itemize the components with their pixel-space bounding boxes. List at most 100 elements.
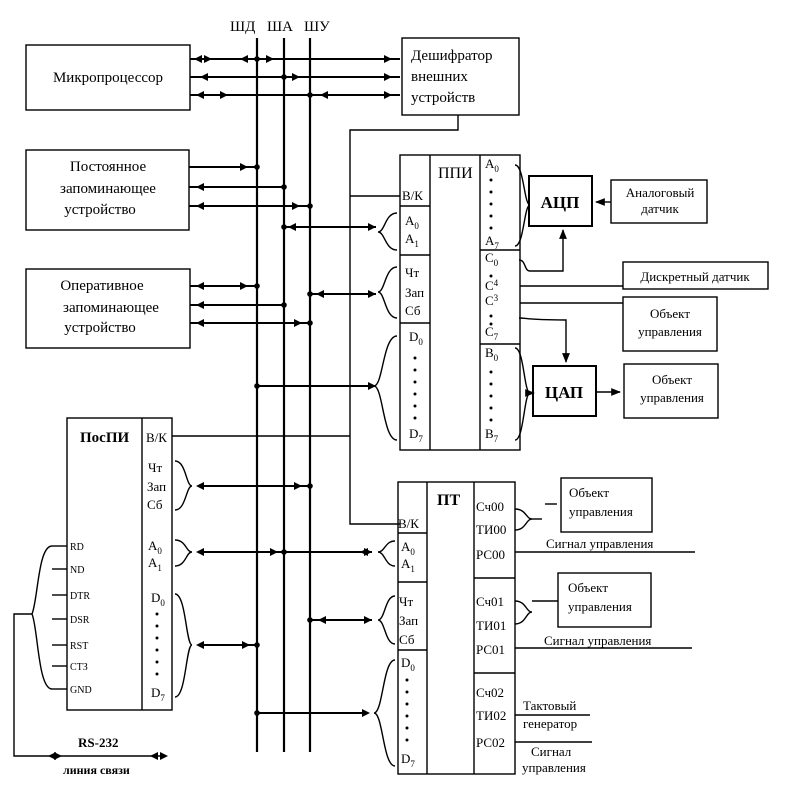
rom-arrowheads — [196, 163, 300, 210]
chip-select-line — [349, 115, 459, 525]
ppi-pc3-pin: C3 — [485, 293, 499, 308]
adc-label: АЦП — [541, 193, 580, 212]
ram-bus-connections — [190, 285, 310, 324]
ppi-pc4-pin: C4 — [485, 278, 499, 293]
control-object-2 — [623, 363, 719, 419]
serial-link-line — [13, 613, 52, 757]
timer-rs01: РС01 — [476, 642, 505, 657]
timer-ctrl-brace — [377, 595, 396, 645]
pospi-outline — [66, 417, 173, 711]
ppi-a-brace — [377, 212, 398, 251]
decoder-line-2: внешних — [411, 69, 468, 85]
pospi-a1-pin: A1 — [148, 555, 162, 573]
timer-title: ПТ — [437, 492, 460, 509]
ppi-pb7-pin: B7 — [485, 426, 499, 444]
pospi-a0-pin: A0 — [148, 538, 162, 556]
control-object-4-line-2: управления — [568, 599, 632, 614]
timer-rs02: РС02 — [476, 735, 505, 750]
pospi-write-pin: Зап — [147, 479, 166, 494]
pospi-serial-brace — [31, 545, 53, 690]
adc-block — [528, 175, 593, 227]
dac-label: ЦАП — [545, 383, 583, 402]
control-signal-1: Сигнал управления — [546, 536, 653, 551]
decoder-line-1: Дешифратор — [411, 48, 493, 64]
timer-chip — [397, 481, 516, 775]
pospi-arrowheads — [196, 482, 302, 649]
ram-line-3: устройство — [64, 320, 136, 336]
control-object-3 — [560, 477, 653, 533]
timer-cs-pin: В/К — [398, 516, 419, 531]
rs232-label: RS-232 — [78, 735, 118, 750]
pospi-cs-pin: В/К — [146, 430, 167, 445]
discrete-sensor-block — [622, 261, 769, 290]
discrete-sensor-label: Дискретный датчик — [640, 269, 750, 284]
ppi-pc0-pin: C0 — [485, 250, 499, 268]
ppi-a1-pin: A1 — [405, 231, 419, 249]
timer-rs00: РС00 — [476, 547, 505, 562]
timer-d7-pin: D7 — [401, 751, 415, 769]
ppi-pa-brace — [514, 164, 531, 247]
timer-write-pin: Зап — [399, 613, 418, 628]
ppi-a0-pin: A0 — [405, 213, 419, 231]
control-object-4-line-1: Объект — [568, 580, 608, 595]
ram-line-1: Оперативное — [60, 278, 144, 294]
pospi-d-dots — [155, 612, 159, 676]
system-buses — [255, 38, 312, 752]
timer-outline — [397, 481, 516, 775]
timer-a1-pin: A1 — [401, 556, 415, 574]
clock-gen-line-2: генератор — [523, 716, 577, 731]
rom-line-1: Постоянное — [70, 159, 147, 175]
control-signal-3-line-2: управления — [522, 760, 586, 775]
dac-control-line — [518, 317, 570, 363]
rom-block — [25, 149, 190, 231]
pospi-nd-pin: ND — [70, 565, 84, 576]
timer-ch0-brace — [514, 508, 533, 531]
ppi-d7-pin: D7 — [409, 426, 423, 444]
timer-ch1-brace — [514, 600, 533, 625]
ppi-d-dots — [413, 356, 417, 420]
ram-arrowheads — [196, 282, 302, 327]
ppi-d0-pin: D0 — [409, 329, 423, 347]
ppi-chip — [399, 154, 521, 451]
ppi-left-arrowheads — [288, 223, 376, 390]
ppi-pc-dots — [489, 274, 493, 326]
control-bus-label: ШУ — [304, 19, 330, 35]
control-object-1-line-2: управления — [638, 324, 702, 339]
timer-read-pin: Чт — [399, 594, 413, 609]
timer-ti00: ТИ00 — [476, 522, 506, 537]
control-signal-3-line-1: Сигнал — [531, 744, 572, 759]
timer-ti02: ТИ02 — [476, 708, 506, 723]
bus-junctions — [254, 56, 313, 716]
link-label: линия связи — [63, 763, 130, 777]
ppi-pa-dots — [489, 178, 493, 230]
address-bus-label: ША — [267, 19, 293, 35]
analog-sensor-line-1: Аналоговый — [626, 185, 695, 200]
clock-gen-line-1: Тактовый — [523, 698, 576, 713]
decoder-line-3: устройств — [411, 90, 475, 106]
ppi-pc7-pin: C7 — [485, 324, 499, 342]
pospi-dtr-pin: DTR — [70, 591, 90, 602]
pospi-rd-pin: RD — [70, 542, 84, 553]
ram-block — [25, 268, 191, 349]
timer-d-brace — [373, 659, 396, 767]
timer-ti01: ТИ01 — [476, 618, 506, 633]
timer-left-arrowheads — [318, 548, 372, 717]
ppi-strobe-pin: Сб — [405, 303, 421, 318]
cpu-label: Микропроцессор — [53, 70, 163, 86]
ppi-d-brace — [373, 335, 398, 441]
pospi-read-pin: Чт — [148, 460, 162, 475]
serial-link-arrowheads — [48, 752, 168, 760]
ppi-cs-pin: В/К — [402, 188, 423, 203]
control-object-2-line-2: управления — [640, 390, 704, 405]
pospi-d-brace — [174, 593, 193, 698]
adc-control-line — [518, 229, 567, 272]
timer-strobe-pin: Сб — [399, 632, 415, 647]
pospi-rst-pin: RST — [70, 641, 88, 652]
ram-line-2: запоминающее — [63, 300, 159, 316]
timer-a-brace — [377, 540, 396, 567]
ppi-pa0-pin: A0 — [485, 156, 499, 174]
dac-block — [532, 365, 597, 417]
pospi-chip — [66, 417, 173, 711]
timer-cnt00: Сч00 — [476, 499, 504, 514]
